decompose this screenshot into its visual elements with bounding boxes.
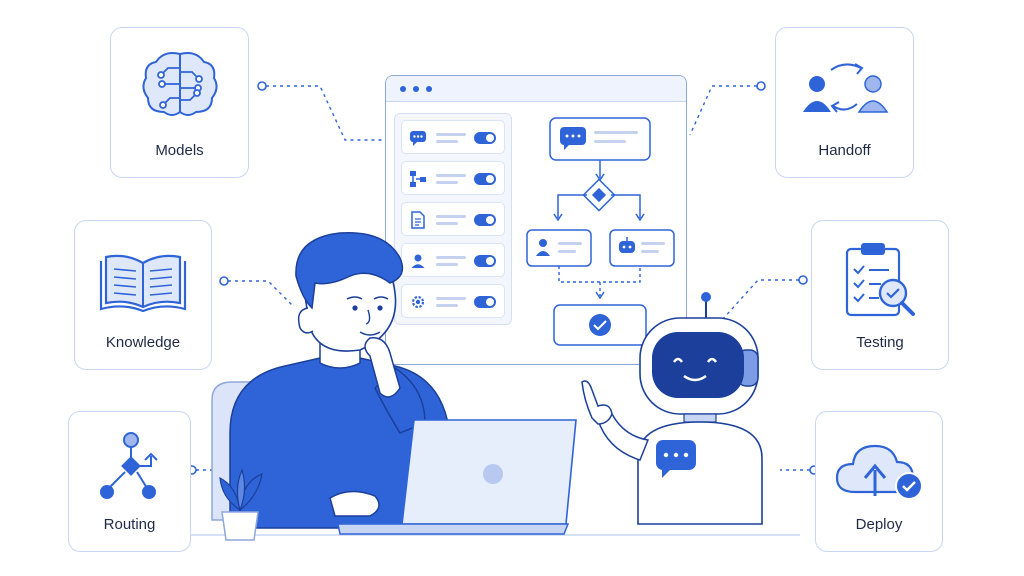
brain-icon [141, 52, 218, 116]
routing-icon [99, 432, 158, 499]
robot [581, 292, 763, 525]
window-dot[interactable] [413, 85, 419, 92]
card-knowledge[interactable]: Knowledge [74, 220, 212, 370]
row-placeholder-line [436, 256, 466, 259]
flow-merge-head [595, 291, 605, 300]
row-toggle[interactable] [474, 173, 496, 185]
connector-lines [196, 85, 810, 471]
row-toggle[interactable] [474, 255, 496, 267]
row-placeholder-line [436, 222, 458, 225]
laptop [337, 419, 577, 535]
row-toggle[interactable] [474, 296, 496, 308]
flow-merge-lines [558, 266, 641, 296]
window-dot[interactable] [400, 85, 406, 92]
card-label-knowledge: Knowledge [105, 334, 181, 351]
row-placeholder-line [436, 140, 458, 143]
flowchart [526, 117, 675, 346]
row-placeholder-line [436, 181, 458, 184]
row-placeholder-line [436, 215, 466, 218]
row-placeholder-line [436, 297, 466, 300]
flow-branch-lines [557, 194, 641, 218]
flow-node-decision[interactable] [582, 178, 616, 212]
window-dot[interactable] [426, 85, 432, 92]
handoff-icon [802, 63, 888, 113]
card-label-testing: Testing [856, 334, 904, 351]
config-row-flow[interactable] [401, 161, 505, 195]
card-label-handoff: Handoff [818, 142, 871, 159]
flow-branch-heads [553, 213, 645, 222]
checklist-icon [845, 243, 915, 317]
plant [219, 468, 263, 541]
card-handoff[interactable]: Handoff [775, 27, 914, 178]
window-titlebar [386, 76, 686, 102]
gear-icon [411, 295, 425, 309]
user-icon [411, 254, 425, 268]
card-label-deploy: Deploy [855, 516, 903, 533]
card-label-routing: Routing [103, 516, 156, 533]
person-illustration [229, 231, 451, 529]
config-row-settings[interactable] [401, 284, 505, 318]
card-label-models: Models [155, 142, 204, 159]
document-icon [411, 211, 425, 229]
row-placeholder-line [436, 263, 458, 266]
config-list-panel [394, 113, 512, 325]
row-toggle[interactable] [474, 132, 496, 144]
config-row-user[interactable] [401, 243, 505, 277]
row-placeholder-line [436, 174, 466, 177]
row-placeholder-line [436, 133, 466, 136]
chat-bubble-icon [410, 131, 426, 146]
row-placeholder-line [436, 304, 458, 307]
cloud-deploy-icon [835, 444, 923, 500]
config-row-document[interactable] [401, 202, 505, 236]
row-toggle[interactable] [474, 214, 496, 226]
config-row-chat[interactable] [401, 120, 505, 154]
card-testing[interactable]: Testing [811, 220, 949, 370]
card-routing[interactable]: Routing [68, 411, 191, 552]
flow-node-bot[interactable] [609, 229, 675, 267]
card-models[interactable]: Models [110, 27, 249, 178]
card-deploy[interactable]: Deploy [815, 411, 943, 552]
book-icon [99, 254, 187, 313]
flow-node-message[interactable] [549, 117, 651, 161]
flow-icon [410, 171, 426, 187]
flow-node-complete[interactable] [553, 304, 647, 346]
